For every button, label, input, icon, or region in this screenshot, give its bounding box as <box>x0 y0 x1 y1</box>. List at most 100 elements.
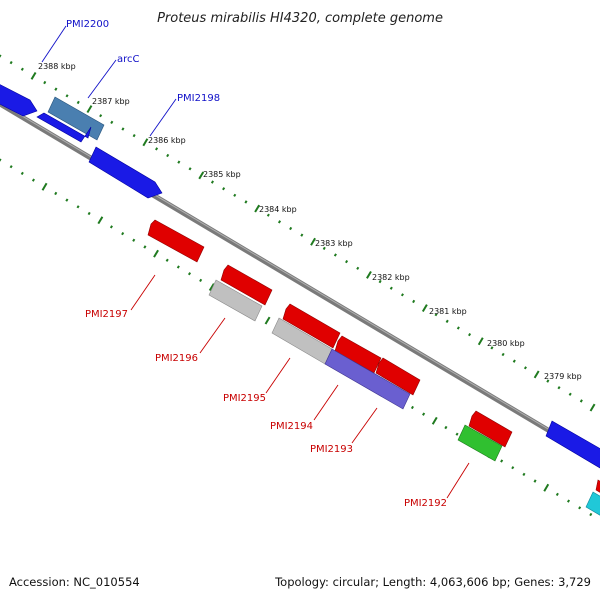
gene-arrow-pmi2200[interactable] <box>0 82 38 117</box>
tick-mark <box>188 167 192 171</box>
tick-mark <box>300 233 304 237</box>
gene-label-pmi2194[interactable]: PMI2194 <box>270 421 313 432</box>
tick-mark <box>431 416 438 425</box>
tick-mark <box>400 293 404 297</box>
tick-mark <box>523 366 527 370</box>
tick-mark <box>233 193 237 197</box>
tick-mark <box>421 304 428 313</box>
tick-mark <box>187 272 192 276</box>
tick-mark <box>0 54 2 58</box>
tick-mark <box>65 94 69 98</box>
tick-mark <box>155 147 159 151</box>
tick-label: 2379 kbp <box>544 372 582 381</box>
tick-label: 2381 kbp <box>429 307 467 316</box>
tick-mark <box>121 127 125 131</box>
genome-backbone-highlight <box>0 102 600 461</box>
tick-label: 2380 kbp <box>487 339 525 348</box>
outer-tick-ring <box>0 54 596 412</box>
gene-label-pmi2200[interactable]: PMI2200 <box>66 19 109 30</box>
tick-mark <box>511 466 515 470</box>
gene-label-pmi2198[interactable]: PMI2198 <box>177 93 220 104</box>
gene-arrow-pmi2192[interactable] <box>457 424 503 462</box>
tick-mark <box>533 479 537 483</box>
tick-mark <box>208 283 215 292</box>
gene-labels: PMI2200 arcC PMI2198 PMI2197 PMI2196 PMI… <box>66 19 447 509</box>
gene-arrow-red-c[interactable] <box>375 357 421 396</box>
tick-mark <box>9 165 13 169</box>
tick-mark <box>578 506 582 510</box>
reverse-genes <box>147 219 600 517</box>
tick-label: 2386 kbp <box>148 136 186 145</box>
tick-mark <box>533 370 540 379</box>
gene-label-arcc[interactable]: arcC <box>117 54 140 65</box>
gene-arrow-red-d[interactable] <box>468 410 513 448</box>
tick-mark <box>132 133 136 138</box>
gene-label-pmi2192[interactable]: PMI2192 <box>404 498 447 509</box>
forward-genes <box>0 82 600 469</box>
label-leaders <box>41 25 470 499</box>
tick-mark <box>410 405 414 410</box>
tick-mark <box>20 171 24 176</box>
tick-mark <box>210 180 214 184</box>
tick-mark <box>445 319 449 324</box>
tick-mark <box>555 492 559 497</box>
tick-mark <box>86 105 93 114</box>
gene-label-pmi2195[interactable]: PMI2195 <box>223 393 266 404</box>
tick-mark <box>65 198 69 202</box>
tick-mark <box>0 158 2 162</box>
tick-mark <box>76 205 80 209</box>
tick-mark <box>522 472 526 476</box>
tick-label: 2388 kbp <box>38 62 76 71</box>
gene-label-pmi2197[interactable]: PMI2197 <box>85 309 128 320</box>
gene-label-pmi2196[interactable]: PMI2196 <box>155 353 198 364</box>
tick-mark <box>589 512 593 517</box>
tick-mark <box>99 114 103 118</box>
tick-mark <box>30 71 37 80</box>
tick-mark <box>589 403 596 412</box>
tick-mark <box>54 87 58 91</box>
tick-mark <box>579 399 583 403</box>
gene-arrow-pmi2196[interactable] <box>208 279 263 322</box>
tick-mark <box>31 178 35 182</box>
gene-arrow-right-edge[interactable] <box>545 420 600 469</box>
gene-arrow-pmi2195[interactable] <box>282 303 341 349</box>
gene-arrow-pmi2193[interactable] <box>324 348 411 410</box>
tick-mark <box>244 200 248 204</box>
gene-arrow-red-edge[interactable] <box>595 479 600 496</box>
gene-label-pmi2193[interactable]: PMI2193 <box>310 444 353 455</box>
tick-mark <box>456 326 460 330</box>
tick-mark <box>264 316 271 325</box>
tick-label: 2385 kbp <box>203 170 241 179</box>
gene-arrow-cyan-edge[interactable] <box>585 491 600 517</box>
tick-mark <box>455 432 459 436</box>
gene-arrow-pmi2197[interactable] <box>147 219 205 263</box>
tick-mark <box>500 459 504 463</box>
gene-arrow-pmi2198-b[interactable] <box>88 146 163 199</box>
tick-mark <box>568 392 572 396</box>
tick-mark <box>557 386 561 390</box>
tick-mark <box>444 425 448 430</box>
tick-mark <box>97 216 104 225</box>
tick-mark <box>490 346 494 350</box>
tick-mark <box>153 249 159 258</box>
tick-mark <box>266 213 270 217</box>
tick-mark <box>468 332 472 337</box>
tick-mark <box>501 352 505 357</box>
tick-mark <box>43 80 47 85</box>
tick-label: 2383 kbp <box>315 239 353 248</box>
tick-mark <box>198 171 205 180</box>
gene-arrow-red-a[interactable] <box>220 264 273 306</box>
tick-mark <box>477 337 484 346</box>
tick-mark <box>121 231 125 236</box>
tick-mark <box>289 226 293 231</box>
tick-label: 2384 kbp <box>259 205 297 214</box>
tick-mark <box>512 359 516 363</box>
tick-mark <box>166 153 170 158</box>
gene-arrow-pmi2198[interactable] <box>36 112 92 143</box>
tick-mark <box>9 61 13 65</box>
genome-backbone <box>0 101 600 464</box>
tick-mark <box>177 160 181 164</box>
tick-mark <box>566 499 571 503</box>
tick-mark <box>109 225 113 229</box>
accession-text: Accession: NC_010554 <box>9 575 140 589</box>
